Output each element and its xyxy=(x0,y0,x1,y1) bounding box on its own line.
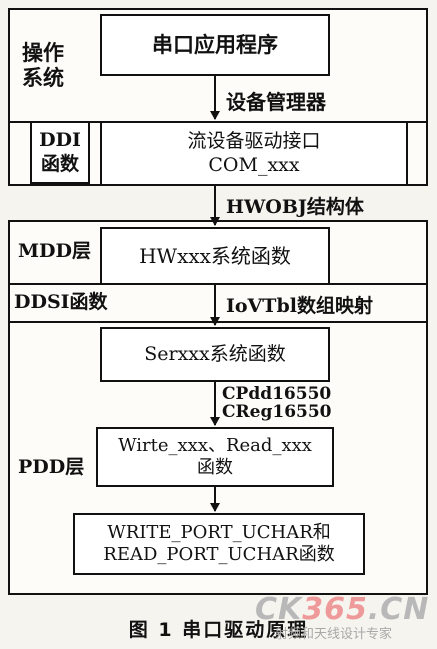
os-band-label: 操作系统 xyxy=(22,40,64,91)
hwobj-label: HWOBJ结构体 xyxy=(226,196,364,218)
serxxx-box: Serxxx系统函数 xyxy=(100,327,330,382)
stream-driver-line1: 流设备驱动接口 xyxy=(187,129,321,152)
write-read-line2: 函数 xyxy=(197,457,233,478)
watermark-logo-right: .CN xyxy=(367,592,430,627)
serxxx-label: Serxxx系统函数 xyxy=(144,342,286,365)
watermark-logo: CK365.CN 射频和天线设计专家 xyxy=(255,592,430,644)
ddi-band-label: DDI函数 xyxy=(39,128,81,175)
hwxxx-label: HWxxx系统函数 xyxy=(139,243,291,268)
iovtbl-label: IoVTbl数组映射 xyxy=(226,295,373,317)
figure-caption: 图 1 串口驱动原理 xyxy=(128,619,309,641)
creg-line2: CReg16550 xyxy=(222,402,332,422)
pdd-band-label: PDD层 xyxy=(18,456,85,478)
ddi-label-box: DDI函数 xyxy=(30,121,90,184)
port-line1: WRITE_PORT_UCHAR和 xyxy=(107,521,331,543)
hwxxx-box: HWxxx系统函数 xyxy=(100,227,330,285)
serial-app-label: 串口应用程序 xyxy=(152,31,278,57)
port-box: WRITE_PORT_UCHAR和 READ_PORT_UCHAR函数 xyxy=(73,513,365,575)
write-read-box: Wirte_xxx、Read_xxx 函数 xyxy=(96,427,334,487)
device-manager-label: 设备管理器 xyxy=(226,90,326,114)
serial-app-box: 串口应用程序 xyxy=(100,14,330,76)
ddsi-band-label: DDSI函数 xyxy=(14,291,108,313)
port-line2: READ_PORT_UCHAR函数 xyxy=(103,544,335,565)
watermark-logo-mid: 365 xyxy=(302,592,368,627)
mdd-band-label: MDD层 xyxy=(18,240,91,262)
watermark-logo-left: CK xyxy=(255,592,303,627)
cpdd-label: CPdd16550 CReg16550 xyxy=(222,385,332,421)
watermark-subtitle: 射频和天线设计专家 xyxy=(275,627,393,642)
write-read-line1: Wirte_xxx、Read_xxx xyxy=(118,434,312,456)
stream-driver-box: 流设备驱动接口 COM_xxx xyxy=(100,121,408,186)
stream-driver-line2: COM_xxx xyxy=(208,153,300,176)
cpdd-line1: CPdd16550 xyxy=(222,384,332,404)
